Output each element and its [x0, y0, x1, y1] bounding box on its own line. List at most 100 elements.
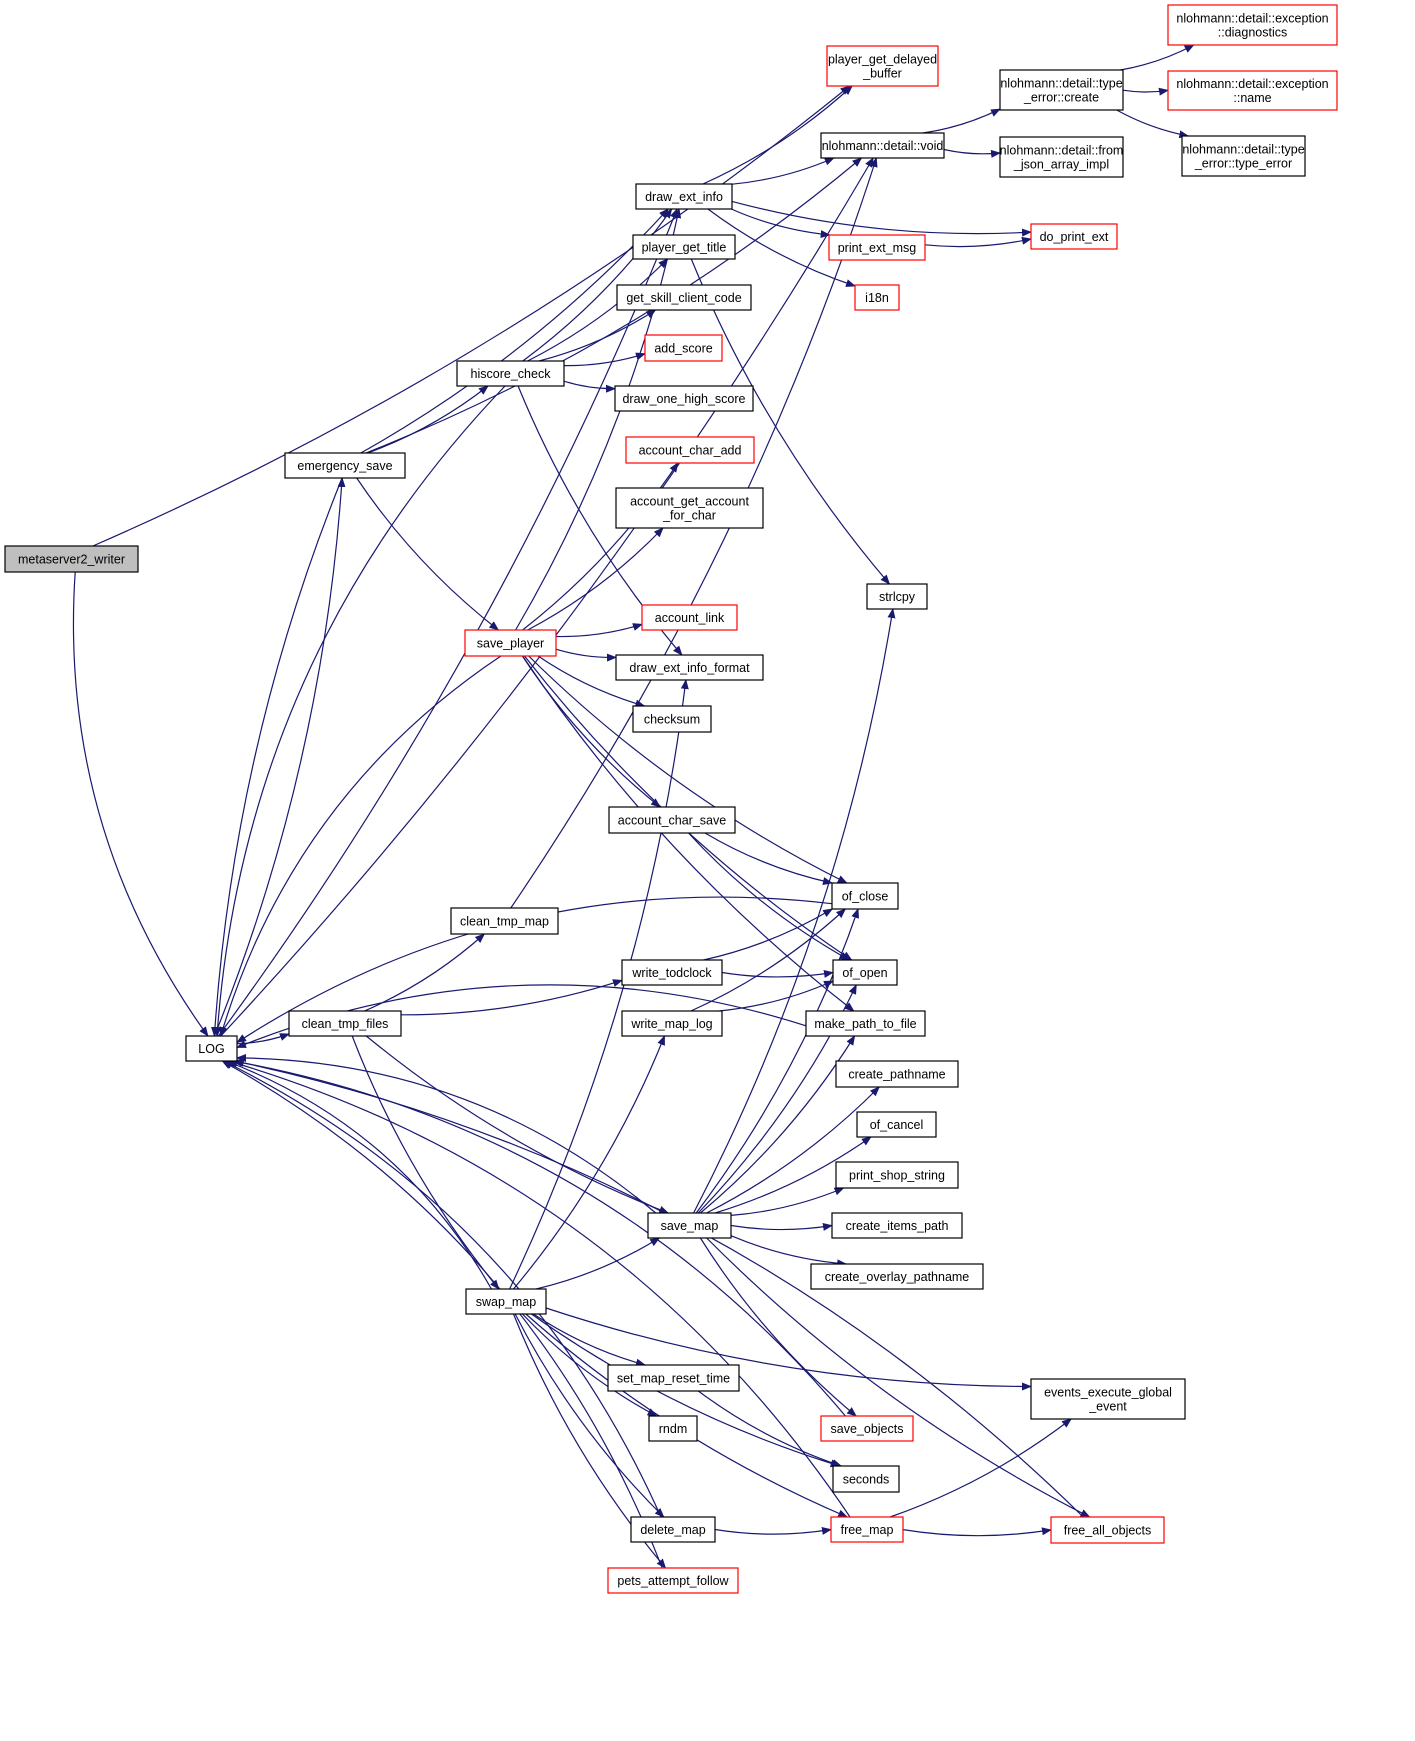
node-box[interactable]	[284, 452, 406, 479]
node-of-cancel[interactable]: of_cancel	[856, 1111, 937, 1138]
node-box[interactable]	[621, 959, 723, 986]
node-print-shop-string[interactable]: print_shop_string	[835, 1161, 959, 1189]
node-box[interactable]	[826, 45, 939, 87]
node-create-overlay-pathname[interactable]: create_overlay_pathname	[810, 1263, 984, 1290]
node-box[interactable]	[607, 1364, 740, 1392]
node-player-get-delayed-buffer[interactable]: player_get_delayed_buffer	[826, 45, 939, 87]
node-box[interactable]	[810, 1263, 984, 1290]
node-save-player[interactable]: save_player	[464, 629, 557, 657]
node-get-skill-client-code[interactable]: get_skill_client_code	[616, 284, 752, 311]
node-box[interactable]	[1030, 1378, 1186, 1420]
node-from-json-array-impl[interactable]: nlohmann::detail::from_json_array_impl	[999, 136, 1124, 178]
node-box[interactable]	[632, 705, 712, 733]
node-box[interactable]	[616, 284, 752, 311]
node-box[interactable]	[625, 436, 755, 464]
node-account-get-account-for-char[interactable]: account_get_account_for_char	[615, 487, 764, 529]
node-box[interactable]	[648, 1415, 698, 1442]
node-checksum[interactable]: checksum	[632, 705, 712, 733]
node-player-get-title[interactable]: player_get_title	[632, 234, 736, 260]
node-box[interactable]	[614, 385, 754, 412]
node-write-todclock[interactable]: write_todclock	[621, 959, 723, 986]
node-swap-map[interactable]: swap_map	[465, 1288, 547, 1315]
node-box[interactable]	[820, 1415, 914, 1442]
node-box[interactable]	[856, 1111, 937, 1138]
node-exception-diagnostics[interactable]: nlohmann::detail::exception::diagnostics	[1167, 4, 1338, 46]
node-box[interactable]	[4, 545, 139, 573]
node-do-print-ext[interactable]: do_print_ext	[1030, 223, 1118, 250]
node-box[interactable]	[607, 1567, 739, 1594]
node-draw-ext-info[interactable]: draw_ext_info	[635, 183, 733, 210]
node-box[interactable]	[805, 1010, 926, 1037]
node-make-path-to-file[interactable]: make_path_to_file	[805, 1010, 926, 1037]
node-clean-tmp-map[interactable]: clean_tmp_map	[450, 907, 559, 935]
node-box[interactable]	[615, 654, 764, 681]
node-box[interactable]	[835, 1161, 959, 1189]
node-LOG[interactable]: LOG	[185, 1035, 238, 1062]
node-box[interactable]	[456, 360, 565, 387]
node-box[interactable]	[644, 334, 723, 362]
node-box[interactable]	[450, 907, 559, 935]
node-box[interactable]	[615, 487, 764, 529]
node-draw-ext-info-format[interactable]: draw_ext_info_format	[615, 654, 764, 681]
node-box[interactable]	[1030, 223, 1118, 250]
node-type-error-type-error[interactable]: nlohmann::detail::type_error::type_error	[1181, 135, 1306, 177]
node-of-open[interactable]: of_open	[832, 959, 898, 986]
node-box[interactable]	[1181, 135, 1306, 177]
node-create-pathname[interactable]: create_pathname	[835, 1060, 959, 1088]
node-box[interactable]	[641, 604, 738, 631]
node-box[interactable]	[828, 234, 926, 261]
node-box[interactable]	[608, 806, 736, 834]
node-box[interactable]	[621, 1010, 723, 1037]
node-box[interactable]	[835, 1060, 959, 1088]
node-box[interactable]	[866, 583, 928, 610]
node-box[interactable]	[820, 132, 945, 159]
node-events-execute-global-event[interactable]: events_execute_global_event	[1030, 1378, 1186, 1420]
node-box[interactable]	[647, 1212, 732, 1239]
node-exception-name[interactable]: nlohmann::detail::exception::name	[1167, 70, 1338, 111]
node-free-map[interactable]: free_map	[830, 1516, 904, 1543]
node-box[interactable]	[1167, 70, 1338, 111]
node-clean-tmp-files[interactable]: clean_tmp_files	[288, 1010, 402, 1037]
node-account-char-save[interactable]: account_char_save	[608, 806, 736, 834]
node-box[interactable]	[464, 629, 557, 657]
node-box[interactable]	[831, 882, 899, 910]
node-box[interactable]	[630, 1516, 716, 1543]
node-strlcpy[interactable]: strlcpy	[866, 583, 928, 610]
node-emergency-save[interactable]: emergency_save	[284, 452, 406, 479]
node-rndm[interactable]: rndm	[648, 1415, 698, 1442]
node-account-link[interactable]: account_link	[641, 604, 738, 631]
node-save-objects[interactable]: save_objects	[820, 1415, 914, 1442]
node-seconds[interactable]: seconds	[832, 1465, 900, 1493]
node-pets-attempt-follow[interactable]: pets_attempt_follow	[607, 1567, 739, 1594]
node-box[interactable]	[288, 1010, 402, 1037]
node-box[interactable]	[1167, 4, 1338, 46]
node-save-map[interactable]: save_map	[647, 1212, 732, 1239]
node-draw-one-high-score[interactable]: draw_one_high_score	[614, 385, 754, 412]
node-of-close[interactable]: of_close	[831, 882, 899, 910]
node-set-map-reset-time[interactable]: set_map_reset_time	[607, 1364, 740, 1392]
node-box[interactable]	[831, 1212, 963, 1239]
node-print-ext-msg[interactable]: print_ext_msg	[828, 234, 926, 261]
node-create-items-path[interactable]: create_items_path	[831, 1212, 963, 1239]
node-account-char-add[interactable]: account_char_add	[625, 436, 755, 464]
node-box[interactable]	[999, 69, 1124, 111]
node-add-score[interactable]: add_score	[644, 334, 723, 362]
node-nlohmann-detail-void[interactable]: nlohmann::detail::void	[820, 132, 945, 159]
node-box[interactable]	[185, 1035, 238, 1062]
node-box[interactable]	[632, 234, 736, 260]
node-box[interactable]	[999, 136, 1124, 178]
node-type-error-create[interactable]: nlohmann::detail::type_error::create	[999, 69, 1124, 111]
node-delete-map[interactable]: delete_map	[630, 1516, 716, 1543]
node-box[interactable]	[832, 1465, 900, 1493]
node-free-all-objects[interactable]: free_all_objects	[1050, 1516, 1165, 1544]
node-i18n[interactable]: i18n	[854, 284, 900, 311]
node-box[interactable]	[1050, 1516, 1165, 1544]
node-box[interactable]	[635, 183, 733, 210]
node-metaserver2-writer[interactable]: metaserver2_writer	[4, 545, 139, 573]
node-box[interactable]	[854, 284, 900, 311]
node-box[interactable]	[465, 1288, 547, 1315]
node-hiscore-check[interactable]: hiscore_check	[456, 360, 565, 387]
node-box[interactable]	[832, 959, 898, 986]
node-box[interactable]	[830, 1516, 904, 1543]
node-write-map-log[interactable]: write_map_log	[621, 1010, 723, 1037]
